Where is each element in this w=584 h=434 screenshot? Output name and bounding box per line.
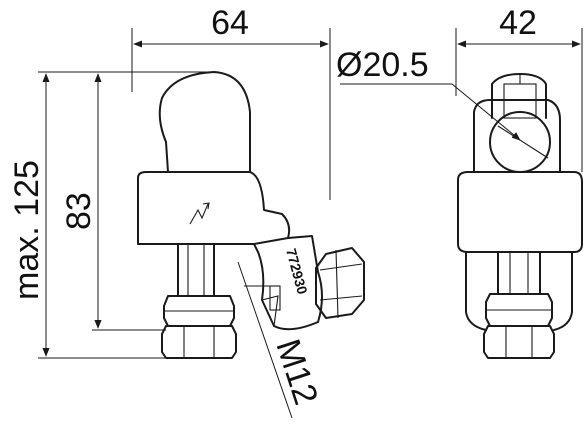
- side-view: [457, 73, 583, 359]
- dim-max-height: max. 125: [8, 160, 46, 300]
- dim-thread: M12: [268, 335, 325, 410]
- front-body: [137, 171, 291, 245]
- front-dome: [158, 71, 251, 173]
- dimension-lines: [38, 28, 583, 419]
- side-bolt-shank: [497, 251, 541, 295]
- side-body-upper: [473, 99, 561, 173]
- front-bolt-head: [315, 247, 365, 319]
- dim-height: 83: [60, 192, 98, 230]
- side-frame: [465, 251, 573, 331]
- diameter-circle: [489, 111, 551, 173]
- dim-diameter: Ø20.5: [336, 46, 429, 84]
- dim-width-side: 42: [499, 4, 537, 42]
- front-arm-thread: [269, 285, 281, 311]
- part-number: 772930: [283, 247, 311, 296]
- front-jaw-arm: [253, 235, 323, 331]
- front-bolt-shank: [177, 243, 215, 297]
- side-body-main: [457, 171, 583, 253]
- side-lower-nut: [483, 325, 555, 359]
- front-lower-nut: [161, 325, 237, 359]
- dim-width-front: 64: [211, 4, 249, 42]
- lightning-symbol: [189, 202, 210, 225]
